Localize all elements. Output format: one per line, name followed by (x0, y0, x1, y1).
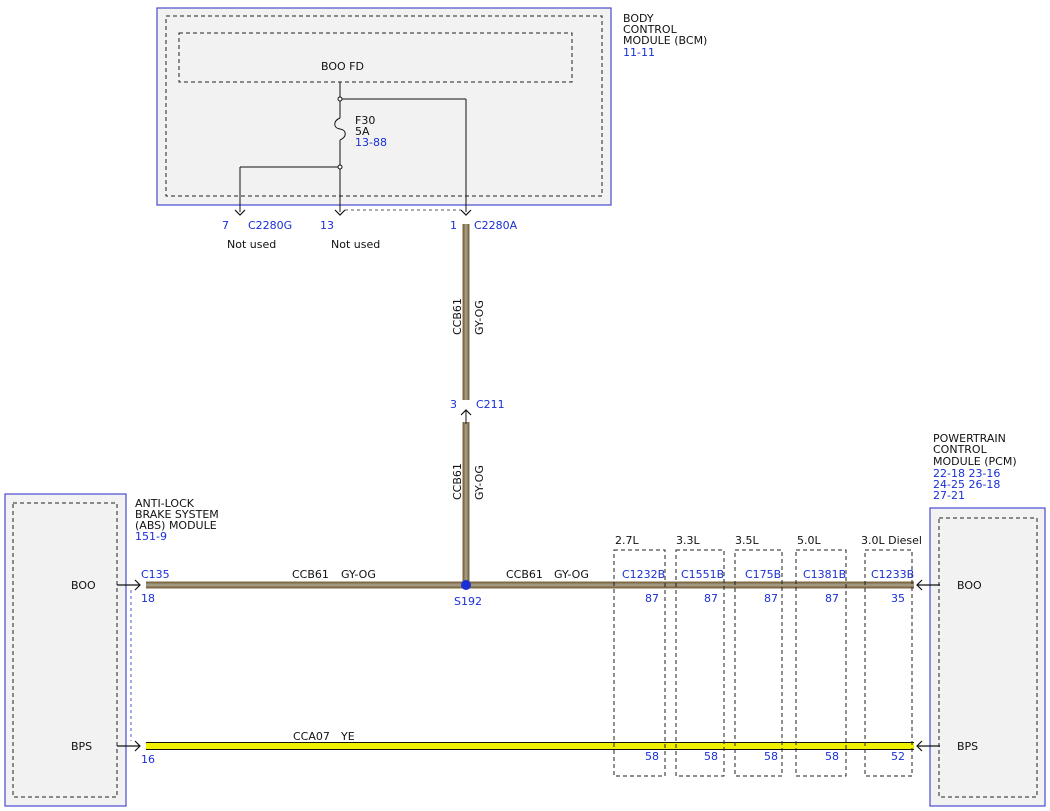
variant-boo-pin: 87 (704, 592, 718, 605)
bcm-pin-number: 1 (450, 219, 457, 232)
fuse-ref: 13-88 (355, 136, 387, 149)
bcm-boo-fd-label: BOO FD (321, 60, 364, 73)
pcm-connector-arrows (916, 579, 940, 752)
wire-circuit-label: CCB61 (506, 568, 543, 581)
bcm-pin-note: Not used (331, 238, 380, 251)
engine-variant-2.7l: 2.7L C1232B 87 58 (613, 534, 666, 777)
variant-bps-pin: 58 (764, 750, 778, 763)
pcm-ref: 22-18 23-16 (933, 467, 1000, 480)
abs-pin-number: 18 (141, 592, 155, 605)
abs-pin-label: BPS (71, 740, 92, 753)
abs-inner-dashed-box (12, 502, 118, 798)
pcm-module: BOO BPS POWERTRAIN CONTROL MODULE (PCM) … (929, 432, 1046, 807)
pcm-pin-label: BPS (957, 740, 978, 753)
pcm-name-line: MODULE (PCM) (933, 455, 1017, 468)
bcm-outer-box (156, 7, 612, 206)
bcm-pin-connector: C2280G (248, 219, 292, 232)
bcm-pin-connector: C2280A (474, 219, 518, 232)
bcm-name-line: CONTROL (623, 23, 678, 36)
variant-boo-pin: 35 (891, 592, 905, 605)
wire-circuit-label: CCB61 (451, 298, 464, 335)
variant-boo-pin: 87 (645, 592, 659, 605)
bps-wire-cca07 (146, 742, 914, 750)
abs-pin-number: 16 (141, 753, 155, 766)
abs-pin-label: BOO (71, 579, 96, 592)
variant-bps-pin: 58 (825, 750, 839, 763)
engine-label: 3.3L (676, 534, 700, 547)
abs-name-line: (ABS) MODULE (135, 519, 217, 532)
engine-variant-3.0l-diesel: 3.0L Diesel C1233B 35 52 (861, 534, 922, 777)
variant-connector-id: C1551B (681, 568, 724, 581)
variant-bps-pin: 52 (891, 750, 905, 763)
bcm-name-line: BODY (623, 12, 654, 25)
wire-circuit-label: CCB61 (292, 568, 329, 581)
pcm-ref: 24-25 26-18 (933, 478, 1000, 491)
bcm-internal-wiring (239, 82, 467, 212)
bcm-pin-number: 7 (222, 219, 229, 232)
variant-connector-id: C1233B (871, 568, 914, 581)
bcm-junction-dot (337, 96, 343, 102)
bcm-ref: 11-11 (623, 46, 655, 59)
abs-connector-arrows (117, 579, 141, 752)
engine-label: 5.0L (797, 534, 821, 547)
pcm-outer-box (929, 507, 1046, 807)
engine-label: 3.0L Diesel (861, 534, 922, 547)
abs-ref: 151-9 (135, 530, 167, 543)
pcm-inner-dashed-box (938, 517, 1038, 798)
variant-bps-pin: 58 (645, 750, 659, 763)
fuse-name: F30 (355, 114, 375, 127)
variant-bps-pin: 58 (704, 750, 718, 763)
engine-variant-3.3l: 3.3L C1551B 87 58 (675, 534, 725, 777)
abs-connector-id: C135 (141, 568, 170, 581)
engine-variant-3.5l: 3.5L C175B 87 58 (734, 534, 783, 777)
splice-label: S192 (454, 595, 482, 608)
vertical-wire-ccb61 (462, 224, 470, 584)
bcm-module: BOO FD F30 5A 13-88 BODY CONTROL MODULE … (156, 7, 707, 212)
engine-variant-5.0l: 5.0L C1381B 87 58 (795, 534, 847, 777)
engine-label: 2.7L (615, 534, 639, 547)
engine-label: 3.5L (735, 534, 759, 547)
abs-name-line: ANTI-LOCK (135, 497, 195, 510)
abs-outer-box (4, 493, 127, 807)
bcm-junction-dot (337, 164, 343, 170)
bcm-pin-number: 13 (320, 219, 334, 232)
variant-boo-pin: 87 (825, 592, 839, 605)
pcm-pin-label: BOO (957, 579, 982, 592)
inline-pin-number: 3 (450, 398, 457, 411)
pcm-name-line: POWERTRAIN (933, 432, 1006, 445)
variant-boo-pin: 87 (764, 592, 778, 605)
bcm-inner-dashed-box (165, 15, 603, 197)
pcm-name-line: CONTROL (933, 443, 988, 456)
inline-connector-c211 (460, 400, 472, 424)
bcm-pin-note: Not used (227, 238, 276, 251)
wire-color-label: GY-OG (473, 465, 486, 500)
fuse-rating: 5A (355, 125, 370, 138)
bcm-name-line: MODULE (BCM) (623, 34, 707, 47)
abs-module: BOO BPS ANTI-LOCK BRAKE SYSTEM (ABS) MOD… (4, 493, 219, 807)
variant-connector-id: C1381B (803, 568, 846, 581)
inline-connector-id: C211 (476, 398, 505, 411)
wire-color-label: YE (340, 730, 355, 743)
variant-connector-id: C175B (745, 568, 781, 581)
wire-circuit-label: CCA07 (293, 730, 330, 743)
abs-name-line: BRAKE SYSTEM (135, 508, 219, 521)
wire-color-label: GY-OG (341, 568, 376, 581)
bcm-boo-fd-box (178, 32, 573, 83)
variant-connector-id: C1232B (622, 568, 665, 581)
splice-s192 (461, 580, 471, 590)
wire-color-label: GY-OG (473, 300, 486, 335)
bcm-connector-arrows (234, 209, 472, 216)
boo-wire-ccb61 (146, 581, 914, 589)
wire-color-label: GY-OG (554, 568, 589, 581)
pcm-ref: 27-21 (933, 489, 965, 502)
wire-circuit-label: CCB61 (451, 463, 464, 500)
